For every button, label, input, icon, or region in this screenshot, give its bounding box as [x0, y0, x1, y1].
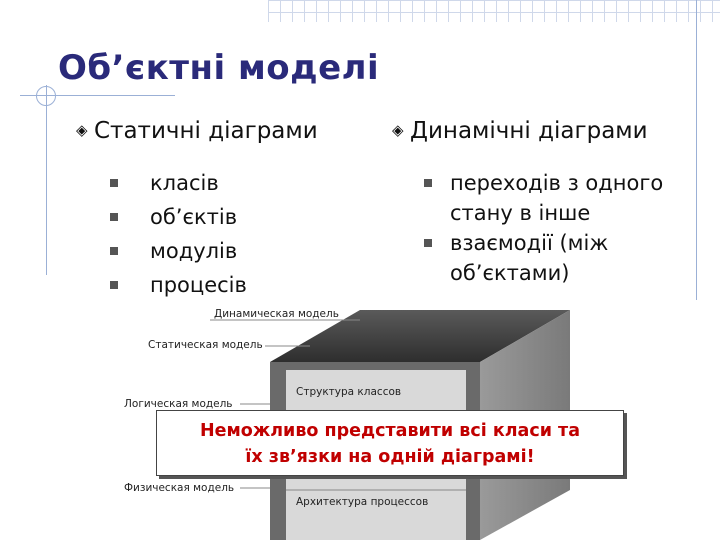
static-model-label: Статическая модель: [148, 339, 263, 351]
callout-line-2: їх зв’язки на одній діаграмі!: [245, 447, 535, 467]
list-item-label: переходів з одного стану в інше: [450, 171, 664, 225]
physical-model-label: Физическая модель: [124, 482, 235, 494]
left-heading-label: Статичні діаграми: [94, 118, 318, 144]
square-bullet-icon: [110, 247, 118, 255]
list-item-label: класів: [150, 171, 219, 195]
list-item-label: модулів: [150, 239, 238, 263]
square-bullet-icon: [424, 239, 432, 247]
right-column-heading: ◈ Динамічні діаграми: [392, 118, 648, 144]
diamond-bullet-icon: ◈: [392, 121, 404, 139]
decor-circle-mark: [36, 86, 56, 106]
list-item: класів: [110, 166, 247, 200]
slide-title: Об’єктні моделі: [58, 48, 380, 88]
decor-grid: [268, 0, 720, 22]
decor-vertical-line-right: [696, 0, 697, 300]
process-architecture-label: Архитектура процессов: [296, 496, 429, 508]
class-structure-label: Структура классов: [296, 386, 402, 398]
square-bullet-icon: [424, 179, 432, 187]
list-item-label: об’єктів: [150, 205, 238, 229]
callout-line-1: Неможливо представити всі класи та: [199, 421, 581, 441]
right-heading-label: Динамічні діаграми: [410, 118, 648, 144]
diamond-bullet-icon: ◈: [76, 121, 88, 139]
decor-horizontal-line: [20, 95, 175, 96]
list-item: процесів: [110, 268, 247, 302]
right-column-list: переходів з одного стану в інше взаємоді…: [424, 168, 684, 288]
square-bullet-icon: [110, 213, 118, 221]
list-item: переходів з одного стану в інше: [424, 168, 684, 228]
list-item-label: взаємодії (між об’єктами): [450, 231, 609, 285]
list-item: об’єктів: [110, 200, 247, 234]
logical-model-label: Логическая модель: [124, 398, 233, 410]
square-bullet-icon: [110, 281, 118, 289]
left-column-list: класів об’єктів модулів процесів: [110, 166, 247, 302]
decor-vertical-line-left: [46, 85, 47, 275]
list-item: модулів: [110, 234, 247, 268]
left-column-heading: ◈ Статичні діаграми: [76, 118, 318, 144]
cube-top-face: [270, 310, 570, 362]
list-item-label: процесів: [150, 273, 247, 297]
square-bullet-icon: [110, 179, 118, 187]
list-item: взаємодії (між об’єктами): [424, 228, 684, 288]
callout-box: Неможливо представити всі класи та їх зв…: [156, 410, 624, 476]
dynamic-model-label: Динамическая модель: [214, 308, 339, 320]
